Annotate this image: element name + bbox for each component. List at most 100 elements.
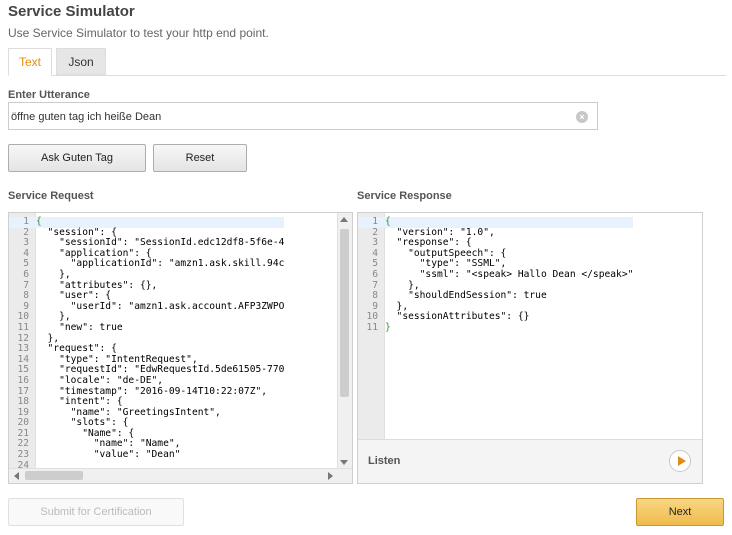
request-code-line: 12 },	[9, 332, 284, 345]
request-editor[interactable]: 1{2 "session": {3 "sessionId": "SessionI…	[8, 212, 353, 484]
request-line-text: {	[36, 216, 42, 227]
request-line-number: 2	[23, 226, 29, 238]
submit-certification-button[interactable]: Submit for Certification	[8, 498, 184, 526]
request-line-number: 10	[17, 311, 29, 323]
response-line-text: "version": "1.0",	[385, 226, 495, 238]
scroll-right-icon[interactable]	[328, 472, 333, 480]
request-line-text: "requestId": "EdwRequestId.5de61505-770	[36, 364, 285, 376]
response-code-line: 1{	[358, 216, 634, 228]
request-code-line: 17 "timestamp": "2016-09-14T10:22:07Z",	[9, 386, 284, 398]
response-line-text: "outputSpeech": {	[385, 247, 507, 259]
request-line-number: 12	[17, 332, 29, 344]
response-line-number: 4	[372, 247, 378, 259]
request-line-number: 3	[23, 237, 29, 249]
page-subtitle: Use Service Simulator to test your http …	[8, 26, 269, 40]
ask-button[interactable]: Ask Guten Tag	[8, 144, 146, 172]
reset-button[interactable]: Reset	[153, 144, 247, 172]
response-line-text: "type": "SSML",	[385, 258, 507, 270]
response-line-text: "shouldEndSession": true	[385, 290, 547, 302]
response-code-line: 6 "ssml": "<speak> Hallo Dean </speak>"	[358, 268, 633, 281]
request-vertical-scrollbar[interactable]	[337, 213, 352, 469]
request-code-line: 2 "session": {	[9, 226, 284, 239]
utterance-input[interactable]: öffne guten tag ich heiße Dean ×	[8, 102, 598, 130]
request-code-line: 19 "name": "GreetingsIntent",	[9, 406, 284, 419]
play-icon[interactable]	[669, 450, 691, 472]
service-request-label: Service Request	[8, 190, 94, 202]
request-line-number: 6	[23, 268, 29, 280]
request-code-line: 20 "slots": {	[9, 417, 284, 429]
request-line-text: "slots": {	[36, 417, 129, 429]
service-response-label: Service Response	[357, 190, 452, 202]
request-line-number: 21	[17, 427, 29, 439]
request-code-line: 16 "locale": "de-DE",	[9, 374, 284, 387]
request-line-text: "name": "GreetingsIntent",	[36, 406, 221, 418]
request-line-text: "applicationId": "amzn1.ask.skill.94c	[36, 258, 285, 270]
response-editor[interactable]: 1{2 "version": "1.0",3 "response": {4 "o…	[357, 212, 703, 484]
listen-bar: Listen	[358, 439, 702, 483]
response-line-number: 5	[372, 258, 378, 270]
request-horizontal-scrollbar[interactable]	[9, 468, 352, 483]
request-gutter	[9, 213, 36, 483]
response-line-number: 10	[366, 311, 378, 323]
response-line-text: "sessionAttributes": {}	[385, 311, 530, 323]
page-title: Service Simulator	[8, 3, 135, 20]
request-line-text: "type": "IntentRequest",	[36, 353, 198, 365]
request-line-number: 23	[17, 449, 29, 461]
response-line-text: }	[385, 321, 391, 333]
request-line-number: 7	[23, 279, 29, 291]
scroll-up-icon[interactable]	[340, 217, 348, 222]
request-code-line: 15 "requestId": "EdwRequestId.5de61505-7…	[9, 365, 284, 376]
response-line-number: 6	[372, 268, 378, 280]
scroll-left-icon[interactable]	[14, 472, 19, 480]
request-code-line: 8 "user": {	[9, 290, 284, 302]
request-line-text: "intent": {	[36, 396, 123, 408]
request-line-number: 22	[17, 438, 29, 450]
response-line-number: 1	[372, 216, 378, 227]
request-line-number: 16	[17, 374, 29, 386]
response-line-number: 11	[366, 321, 378, 333]
request-line-text: "application": {	[36, 247, 152, 259]
response-code-line: 3 "response": {	[358, 237, 633, 249]
response-code-line: 10 "sessionAttributes": {}	[358, 312, 633, 323]
response-code-line: 11}	[358, 321, 633, 334]
tab-json[interactable]: Json	[56, 48, 106, 75]
response-gutter	[358, 213, 385, 483]
response-line-number: 3	[372, 237, 378, 249]
request-line-text: "Name": {	[36, 427, 135, 439]
request-line-number: 14	[17, 353, 29, 365]
next-button[interactable]: Next	[636, 498, 724, 526]
request-line-text: "sessionId": "SessionId.edc12df8-5f6e-4	[36, 237, 285, 249]
request-code-line: 7 "attributes": {},	[9, 279, 284, 292]
response-code-line: 7 },	[358, 280, 633, 292]
request-code-line: 11 "new": true	[9, 321, 284, 334]
request-line-text: "request": {	[36, 343, 117, 355]
request-line-number: 19	[17, 406, 29, 418]
request-code-line: 24	[9, 460, 284, 472]
request-code-line: 10 },	[9, 312, 284, 323]
response-code-line: 5 "type": "SSML",	[358, 259, 633, 270]
request-code-line: 9 "userId": "amzn1.ask.account.AFP3ZWPO	[9, 301, 284, 313]
scroll-down-icon[interactable]	[340, 460, 348, 465]
request-code-line: 1{	[9, 216, 285, 228]
request-line-number: 18	[17, 396, 29, 408]
response-line-text: {	[385, 216, 391, 227]
tab-text[interactable]: Text	[8, 48, 52, 76]
request-horizontal-thumb[interactable]	[25, 471, 83, 480]
request-code-line: 22 "name": "Name",	[9, 439, 284, 450]
request-code-line: 18 "intent": {	[9, 396, 284, 408]
listen-label: Listen	[368, 455, 401, 467]
request-line-text: "session": {	[36, 226, 117, 238]
response-code: 1{2 "version": "1.0",3 "response": {4 "o…	[358, 216, 634, 334]
request-line-text: "user": {	[36, 290, 112, 302]
request-vertical-thumb[interactable]	[340, 229, 349, 397]
request-line-number: 13	[17, 343, 29, 355]
request-line-text: },	[36, 332, 60, 344]
request-line-number: 5	[23, 258, 29, 270]
response-code-line: 9 },	[358, 300, 633, 313]
clear-icon[interactable]: ×	[576, 111, 588, 123]
response-line-text: },	[385, 300, 409, 312]
request-line-text: },	[36, 268, 71, 280]
request-line-text: },	[36, 311, 71, 323]
request-line-number: 1	[23, 216, 29, 227]
request-line-text: "new": true	[36, 321, 123, 333]
